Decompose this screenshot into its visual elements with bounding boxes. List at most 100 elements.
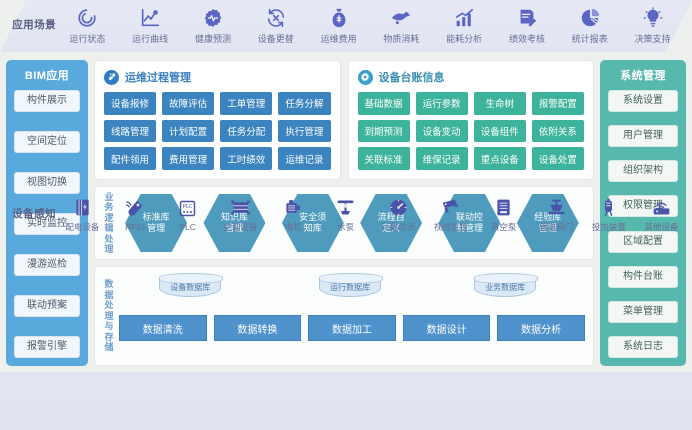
equipment-ledger-grid: 基础数据 运行参数 生命树 报警配置 到期预测 设备变动 设备组件 依附关系 关… — [357, 92, 584, 170]
ledger-chip-life-tree[interactable]: 生命树 — [473, 92, 526, 115]
om-chip-line-management[interactable]: 线路管理 — [104, 119, 157, 143]
hex-line2: 管理 — [147, 223, 166, 233]
system-item-system-log[interactable]: 系统日志 — [608, 335, 678, 358]
om-process-header: 运维过程管理 — [104, 69, 331, 85]
device-item-hvac[interactable]: 空调设备 — [214, 197, 266, 233]
bim-item-component-display[interactable]: 构件展示 — [14, 90, 80, 112]
om-chip-execution-management[interactable]: 执行管理 — [278, 119, 331, 143]
om-chip-work-order[interactable]: 工单管理 — [220, 92, 273, 115]
scenario-item-label: 健康预测 — [194, 34, 231, 44]
process-data-design[interactable]: 数据设计 — [402, 315, 491, 341]
data-storage-band: 数 据 处 理 与 存 储 设备数据库 运行数据库 业务数据库 数据清洗 — [94, 266, 594, 366]
database-label: 业务数据库 — [485, 282, 526, 292]
scenario-item-statistics-report[interactable]: 统计报表 — [562, 7, 618, 45]
device-item-dosing-device[interactable]: 投加装置 — [583, 197, 635, 233]
dosing-device-icon — [598, 197, 619, 218]
bim-item-realtime-monitor[interactable]: 实时监控 — [14, 213, 80, 235]
device-item-plc[interactable]: PLC PLC — [162, 198, 214, 232]
om-chip-om-records[interactable]: 运维记录 — [278, 147, 331, 170]
bim-item-spatial-location[interactable]: 空间定位 — [14, 131, 80, 153]
ledger-chip-key-equipment[interactable]: 重点设备 — [473, 147, 526, 170]
bim-rail-title: BIM应用 — [24, 70, 70, 82]
scenario-item-operating-status[interactable]: 运行状态 — [59, 7, 115, 45]
scenario-item-material-consumption[interactable]: 物质消耗 — [373, 7, 429, 45]
svg-text:PLC: PLC — [183, 204, 192, 210]
ledger-chip-basic-data[interactable]: 基础数据 — [357, 92, 410, 115]
ledger-chip-maintenance-records[interactable]: 维保记录 — [415, 147, 468, 170]
bim-item-alarm-engine[interactable]: 报警引擎 — [14, 336, 80, 358]
bar-trend-icon — [453, 7, 475, 29]
bim-item-roaming-inspection[interactable]: 漫游巡检 — [14, 254, 80, 276]
device-item-other-device[interactable]: 其他设备 — [636, 197, 688, 233]
process-data-conversion[interactable]: 数据转换 — [213, 315, 302, 341]
device-item-label: 其他设备 — [644, 222, 679, 232]
application-scenario-items: 运行状态 运行曲线 健康预测 设备更替 运维费用 物质消耗 — [56, 7, 692, 45]
ledger-chip-expiry-forecast[interactable]: 到期预测 — [357, 119, 410, 143]
om-chip-equipment-repair[interactable]: 设备报修 — [104, 92, 157, 115]
bim-item-linkage-plan[interactable]: 联动预案 — [14, 295, 80, 317]
om-chip-task-assign[interactable]: 任务分配 — [220, 119, 273, 143]
hex-process-customization[interactable]: 流程自 定义 — [360, 194, 423, 252]
database-equipment[interactable]: 设备数据库 — [159, 273, 224, 297]
device-item-video-surveillance[interactable]: 视频监控 — [425, 197, 477, 233]
hex-line1: 安全须 — [299, 212, 327, 222]
ledger-chip-alarm-config[interactable]: 报警配置 — [531, 92, 584, 115]
om-chip-labor-performance[interactable]: 工时绩效 — [220, 147, 273, 170]
om-chip-parts-requisition[interactable]: 配件领用 — [104, 147, 157, 170]
scenario-item-operating-curve[interactable]: 运行曲线 — [122, 7, 178, 45]
om-chip-fault-assessment[interactable]: 故障评估 — [162, 92, 215, 115]
scenario-item-equipment-replacement[interactable]: 设备更替 — [248, 7, 304, 45]
bim-rail-buttons: 构件展示 空间定位 视图切换 实时监控 漫游巡检 联动预案 报警引擎 — [14, 90, 80, 358]
system-item-org-structure[interactable]: 组织架构 — [608, 160, 678, 183]
database-business[interactable]: 业务数据库 — [474, 273, 539, 297]
om-chip-cost-management[interactable]: 费用管理 — [162, 147, 215, 170]
process-data-cleaning[interactable]: 数据清洗 — [119, 315, 207, 341]
ledger-chip-operating-params[interactable]: 运行参数 — [415, 92, 468, 115]
ledger-chip-equipment-change[interactable]: 设备变动 — [415, 119, 468, 143]
process-data-processing[interactable]: 数据加工 — [308, 315, 396, 341]
bim-item-view-switch[interactable]: 视图切换 — [14, 172, 80, 194]
scenario-item-label: 能耗分析 — [446, 34, 483, 44]
device-item-water-pump[interactable]: 水泵 — [320, 197, 372, 233]
om-process-grid: 设备报修 故障评估 工单管理 任务分解 线路管理 计划配置 任务分配 执行管理 … — [104, 92, 331, 170]
device-item-metering-instrument[interactable]: 计量仪表 — [372, 197, 424, 233]
label-char: 据 — [104, 289, 114, 300]
scenario-item-decision-support[interactable]: 决策支持 — [625, 7, 681, 45]
ledger-chip-equipment-components[interactable]: 设备组件 — [473, 119, 526, 143]
device-item-power-distribution[interactable]: 配电设备 — [56, 197, 108, 233]
money-bag-icon — [328, 7, 350, 29]
lightbulb-icon — [642, 7, 664, 29]
label-char: 业 — [104, 191, 114, 202]
system-item-component-ledger[interactable]: 构件台账 — [608, 265, 678, 288]
scenario-item-om-cost[interactable]: 运维费用 — [311, 7, 367, 45]
process-data-analysis[interactable]: 数据分析 — [497, 315, 585, 341]
scenario-item-label: 统计报表 — [571, 34, 608, 44]
system-item-menu-management[interactable]: 菜单管理 — [608, 300, 678, 323]
ledger-chip-equipment-disposal[interactable]: 设备处置 — [531, 147, 584, 170]
device-item-vacuum-pump[interactable]: 真空泵 — [478, 197, 530, 233]
power-cabinet-icon — [72, 197, 93, 218]
system-rail-buttons: 系统设置 用户管理 组织架构 权限管理 区域配置 构件台账 菜单管理 系统日志 — [608, 90, 678, 358]
scenario-item-label: 设备更替 — [257, 34, 294, 44]
device-item-motor[interactable]: 电机 — [267, 197, 319, 233]
ledger-chip-dependency-relation[interactable]: 依附关系 — [531, 119, 584, 143]
clipboard-edit-icon — [516, 7, 538, 29]
device-item-pipe-valve[interactable]: 管道阀门 — [530, 197, 582, 233]
om-chip-plan-config[interactable]: 计划配置 — [162, 119, 215, 143]
scenario-item-health-prediction[interactable]: 健康预测 — [185, 7, 241, 45]
ledger-chip-related-standards[interactable]: 关联标准 — [357, 147, 410, 170]
device-perception-band — [0, 372, 692, 430]
system-item-area-config[interactable]: 区域配置 — [608, 230, 678, 253]
database-operating[interactable]: 运行数据库 — [319, 273, 384, 297]
wrench-tools-icon — [104, 69, 119, 85]
device-item-rfid[interactable]: RFID — [109, 198, 161, 232]
scenario-item-performance-review[interactable]: 绩效考核 — [499, 7, 555, 45]
om-chip-task-breakdown[interactable]: 任务分解 — [278, 92, 331, 115]
business-logic-band: 业 务 逻 辑 处 理 标准库 管理 知识库 管理 — [94, 186, 594, 260]
system-item-settings[interactable]: 系统设置 — [608, 90, 678, 112]
system-item-user-management[interactable]: 用户管理 — [608, 125, 678, 148]
data-process-row: 数据清洗 数据转换 数据加工 数据设计 数据分析 — [117, 299, 587, 361]
scenario-item-label: 运行状态 — [69, 34, 106, 44]
scenario-item-energy-analysis[interactable]: 能耗分析 — [436, 7, 492, 45]
